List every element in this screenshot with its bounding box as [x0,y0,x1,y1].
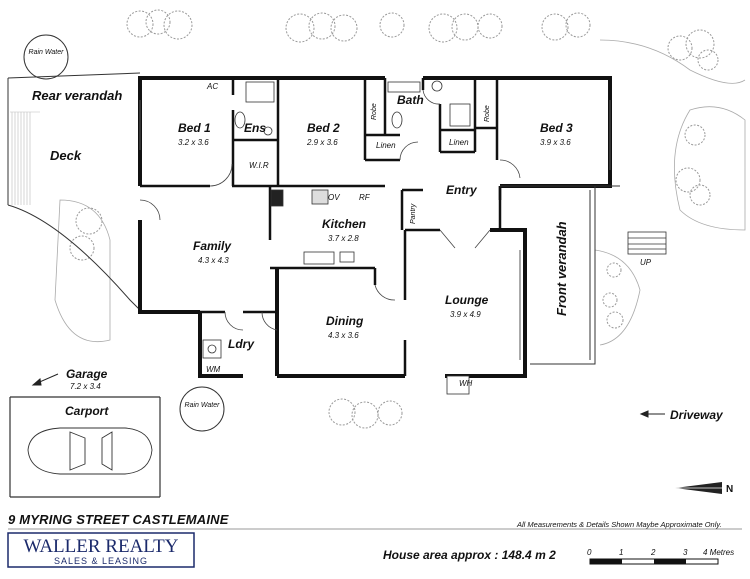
car-icon [27,427,153,475]
front-verandah-label: Front verandah [554,221,569,316]
deck-label: Deck [50,148,82,163]
garage-arrow-icon [31,373,59,386]
bed1-dim: 3.2 x 3.6 [178,138,209,147]
deck-boards [10,111,40,205]
wir-label: W.I.R [249,161,269,170]
scale-tick: 4 Metres [703,548,734,557]
dining-label: Dining [326,314,364,328]
bed1-label: Bed 1 [178,121,211,135]
bed3-dim: 3.9 x 3.6 [540,138,571,147]
pantry-label: Pantry [410,203,417,224]
brand-tagline: SALES & LEASING [54,556,148,566]
family-label: Family [193,239,232,253]
wm-label: WM [206,365,221,374]
rear-verandah-label: Rear verandah [32,88,122,103]
north-label: N [726,484,733,495]
fixtures [202,80,471,395]
interior-walls [140,78,502,376]
bed3-label: Bed 3 [540,121,573,135]
ac-label: AC [206,82,218,91]
bath-label: Bath [397,93,424,107]
rf-label: RF [359,193,371,202]
wh-label: WH [459,379,473,388]
disclaimer: All Measurements & Details Shown Maybe A… [516,520,722,529]
garage-dim: 7.2 x 3.4 [70,382,101,391]
ldry-label: Ldry [228,337,255,351]
door-swings [139,89,521,331]
robe-label-1: Robe [371,103,378,120]
carport-label: Carport [65,404,109,418]
driveway-label: Driveway [670,408,724,422]
linen-label-1: Linen [376,141,396,150]
linen-label-2: Linen [449,138,469,147]
ov-label: OV [328,193,340,202]
carport-outline [9,396,161,498]
brand-name: WALLER REALTY [24,536,179,557]
ens-label: Ens [244,121,266,135]
rear-verandah [7,72,141,311]
garden-outlines [54,39,746,346]
address-title: 9 MYRING STREET CASTLEMAINE [8,512,229,527]
kitchen-dim: 3.7 x 2.8 [328,234,359,243]
brand-logo [7,532,195,568]
front-steps [627,231,667,255]
up-label: UP [640,258,652,267]
rain-water-tank-top [23,34,69,80]
robe-label-2: Robe [484,105,491,122]
kitchen-label: Kitchen [322,217,366,231]
driveway-arrow-icon [639,410,665,418]
north-arrow-icon [675,482,722,494]
dining-dim: 4.3 x 3.6 [328,331,359,340]
garage-label: Garage [66,367,108,381]
windows [139,100,611,360]
front-verandah [500,185,620,365]
rain-water-tank-bottom [179,386,225,432]
scale-tick: 1 [619,548,623,557]
trees-top [69,9,719,429]
bed2-label: Bed 2 [307,121,340,135]
rain-water-label-top: Rain Water [29,49,65,56]
rain-water-label-bottom: Rain Water [185,402,221,409]
house-area: House area approx : 148.4 m 2 [383,548,556,562]
entry-label: Entry [446,183,478,197]
scale-tick: 0 [587,548,592,557]
bed2-dim: 2.9 x 3.6 [306,138,338,147]
lounge-label: Lounge [445,293,489,307]
scale-ticks: 0 1 2 3 4 Metres [587,548,734,557]
family-dim: 4.3 x 4.3 [198,256,229,265]
scale-tick: 2 [650,548,656,557]
scale-tick: 3 [683,548,688,557]
scale-bar [589,558,719,565]
lounge-dim: 3.9 x 4.9 [450,310,481,319]
